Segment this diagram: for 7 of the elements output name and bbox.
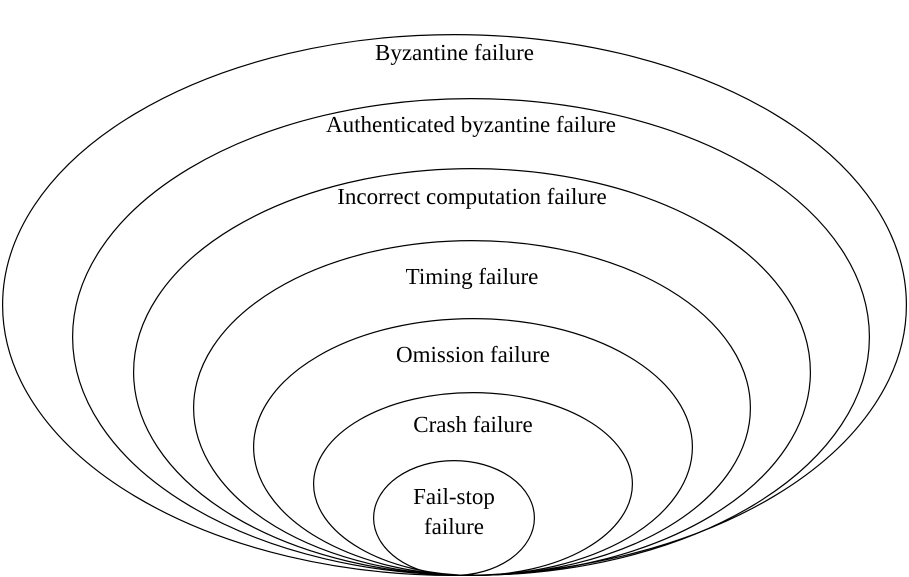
failure-class-label: Crash failure <box>413 412 533 438</box>
failure-class-label: Byzantine failure <box>374 40 534 66</box>
failure-class-label: Authenticated byzantine failure <box>326 112 616 138</box>
failure-class-label: Omission failure <box>396 342 550 368</box>
failure-class-label: Fail-stop failure <box>412 483 496 541</box>
failure-class-label: Timing failure <box>406 264 538 290</box>
failure-class-label: Incorrect computation failure <box>337 184 607 210</box>
